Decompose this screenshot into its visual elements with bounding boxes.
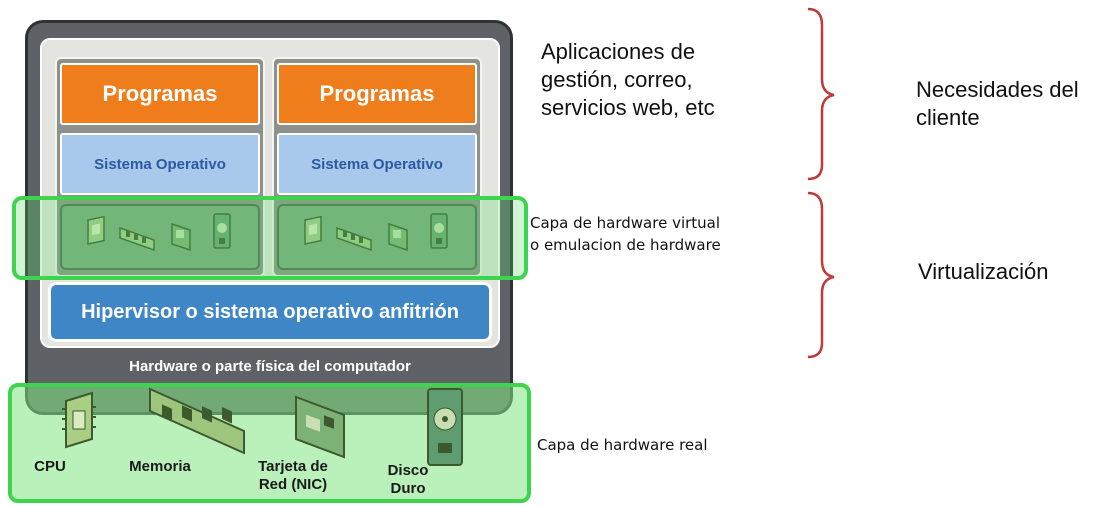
memory-label: Memoria bbox=[129, 458, 191, 475]
real-hardware-annotation: Capa de hardware real bbox=[537, 436, 708, 454]
cpu-label: CPU bbox=[34, 458, 66, 475]
cpu-icon bbox=[304, 215, 322, 245]
brace-virtualization bbox=[807, 191, 835, 359]
vm-left-virtual-hardware bbox=[60, 204, 260, 270]
cpu-icon bbox=[62, 391, 96, 449]
cpu-icon bbox=[87, 215, 105, 245]
vm-right-os: Sistema Operativo bbox=[277, 133, 477, 195]
hardware-layer-label: Hardware o parte física del computador bbox=[129, 357, 411, 375]
brace-client-needs bbox=[807, 7, 835, 181]
virtual-hardware-annotation: Capa de hardware virtual o emulacion de … bbox=[530, 214, 721, 254]
memory-icon bbox=[119, 226, 155, 252]
client-needs-annotation: Necesidades del cliente bbox=[916, 77, 1079, 130]
virtual-hardware-icons bbox=[87, 213, 231, 252]
vm-left-programs: Programas bbox=[60, 63, 260, 125]
real-hardware-icons bbox=[62, 387, 463, 466]
memory-icon bbox=[149, 387, 245, 455]
vm-right-programs: Programas bbox=[277, 63, 477, 125]
disk-icon bbox=[213, 213, 231, 249]
virtualization-annotation: Virtualización bbox=[918, 259, 1049, 284]
hypervisor-layer bbox=[48, 282, 492, 342]
brace-group bbox=[807, 7, 835, 359]
disk-label: Disco Duro bbox=[387, 462, 429, 497]
nic-icon bbox=[388, 222, 408, 252]
nic-label: Tarjeta de Red (NIC) bbox=[258, 458, 328, 493]
apps-annotation: Aplicaciones de gestión, correo, servici… bbox=[541, 39, 715, 120]
disk-icon bbox=[427, 388, 463, 466]
disk-icon bbox=[430, 213, 448, 249]
vm-right-virtual-hardware bbox=[277, 204, 477, 270]
virtual-hardware-highlight bbox=[12, 196, 528, 280]
virtual-hardware-icons bbox=[304, 213, 448, 252]
memory-icon bbox=[336, 226, 372, 252]
nic-icon bbox=[171, 222, 191, 252]
nic-icon bbox=[295, 395, 345, 459]
hypervisor-label: Hipervisor o sistema operativo anfitrión bbox=[81, 300, 459, 323]
vm-left-os: Sistema Operativo bbox=[60, 133, 260, 195]
